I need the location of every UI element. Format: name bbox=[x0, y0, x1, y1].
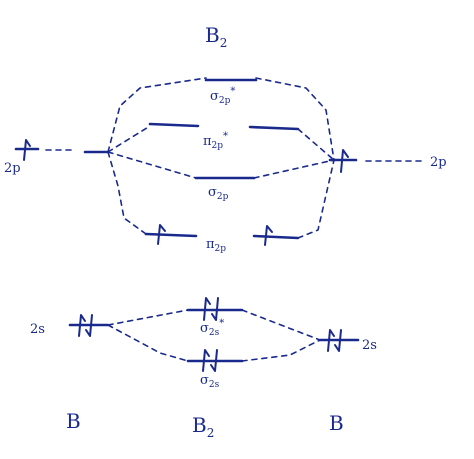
pi-2p-star-level bbox=[148, 122, 300, 131]
sigma-2s-star-level bbox=[186, 297, 244, 321]
title-main: B bbox=[205, 23, 220, 47]
right-2s-label: 2s bbox=[362, 338, 377, 353]
correlation-lines-2p bbox=[107, 77, 335, 239]
left-2p-level bbox=[14, 139, 110, 161]
svg-text:B2: B2 bbox=[205, 23, 227, 50]
pi-2p-star-label: π2p* bbox=[203, 131, 228, 151]
sigma-2p-star-label: σ2p* bbox=[210, 86, 235, 106]
left-2p-label: 2p bbox=[4, 161, 21, 176]
column-label-center: B2 bbox=[192, 413, 214, 440]
left-2s-label: 2s bbox=[30, 322, 45, 337]
diagram-title: B2 bbox=[205, 23, 227, 50]
sigma-2s-star-label: σ2s* bbox=[200, 318, 224, 338]
column-label-left: B bbox=[66, 409, 81, 433]
pi-2p-label: π2p bbox=[206, 237, 226, 254]
correlation-lines-2s bbox=[107, 309, 321, 362]
sigma-2p-label: σ2p bbox=[208, 185, 229, 202]
right-2s-level bbox=[318, 329, 360, 352]
sigma-2s-label: σ2s bbox=[200, 373, 220, 390]
right-2p-label: 2p bbox=[430, 155, 447, 170]
right-2p-level bbox=[328, 149, 423, 173]
column-label-right: B bbox=[329, 411, 344, 435]
title-sub: 2 bbox=[220, 36, 228, 50]
sigma-2s-level bbox=[186, 349, 244, 372]
left-2s-level bbox=[68, 314, 110, 337]
pi-2p-level bbox=[144, 224, 300, 246]
